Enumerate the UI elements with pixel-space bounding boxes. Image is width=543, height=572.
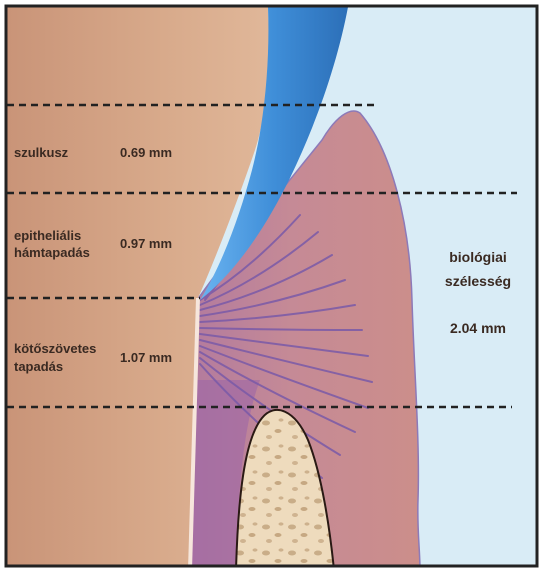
sulcus-label: szulkusz xyxy=(14,145,69,160)
connective-label-line1: kötőszövetes xyxy=(14,341,96,356)
connective-value: 1.07 mm xyxy=(120,350,172,365)
biologic-width-value: 2.04 mm xyxy=(450,320,506,336)
connective-label-line2: tapadás xyxy=(14,359,63,374)
epithelial-value: 0.97 mm xyxy=(120,236,172,251)
biologic-width-label-line2: szélesség xyxy=(445,273,511,289)
epithelial-label-line1: epitheliális xyxy=(14,228,81,243)
epithelial-label-line2: hámtapadás xyxy=(14,245,90,260)
biologic-width-label-line1: biológiai xyxy=(449,249,507,265)
sulcus-value: 0.69 mm xyxy=(120,145,172,160)
